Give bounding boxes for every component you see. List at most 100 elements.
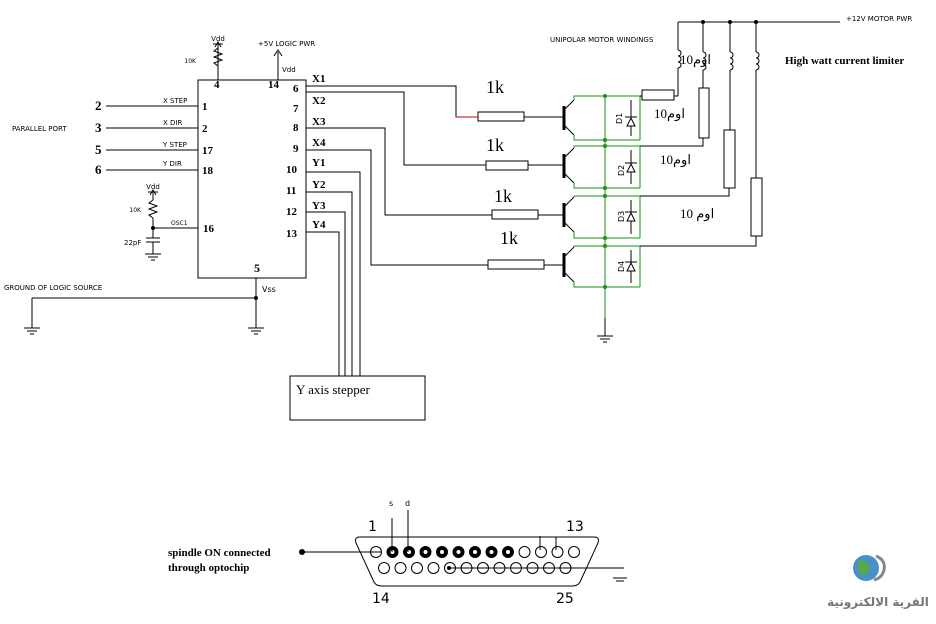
db25-pin-17 xyxy=(427,562,440,574)
resistor-1k-3 xyxy=(491,209,539,220)
logic-pwr-label: +5V LOGIC PWR xyxy=(258,40,315,48)
db25-pin-11 xyxy=(535,546,547,558)
osc1-label: OSC1 xyxy=(171,220,188,227)
db25-pin-10 xyxy=(518,546,531,558)
pin-12: 12 xyxy=(286,206,298,218)
ohm-label-1: 10اوم xyxy=(680,52,711,68)
pin-6: 6 xyxy=(293,83,299,95)
db25-pin-hole-5 xyxy=(440,550,444,554)
spindle-label-2: through optochip xyxy=(168,562,249,574)
pin-9: 9 xyxy=(293,143,299,155)
out-x3: X3 xyxy=(312,116,326,128)
base-resistors: 1k 1k 1k 1k xyxy=(456,77,560,270)
site-logo: القرية الالكترونية xyxy=(827,554,929,610)
limiter-resistors xyxy=(640,87,763,247)
pin-8: 8 xyxy=(293,122,299,134)
transistor-stage-2: D2 xyxy=(560,140,641,190)
out-x2: X2 xyxy=(312,95,326,107)
pin-7: 7 xyxy=(293,103,299,115)
limiter-resistor-4 xyxy=(750,177,763,237)
out-x4: X4 xyxy=(312,137,326,149)
chip-pin-4: 4 xyxy=(214,79,220,91)
out-y2: Y2 xyxy=(312,179,326,191)
db25-pin-12 xyxy=(551,546,564,558)
r1k-label-1: 1k xyxy=(486,77,504,97)
ground-symbol-chip xyxy=(248,327,264,335)
ground-symbol-left xyxy=(24,327,40,335)
resistor-1k-2 xyxy=(485,160,529,171)
db25-d-label: d xyxy=(405,499,410,508)
out-x1: X1 xyxy=(312,73,325,85)
motor-pwr-label: +12V MOTOR PWR xyxy=(846,15,912,23)
y-axis-stepper-box xyxy=(289,375,426,421)
transistor-stage-3: D3 xyxy=(560,188,641,240)
signal-y-dir: Y DIR xyxy=(162,160,182,168)
ohm-label-3: 10اوم xyxy=(660,152,691,168)
diode-d2-label: D2 xyxy=(617,165,626,176)
db25-pin-1-label: 1 xyxy=(368,519,377,535)
pin-10: 10 xyxy=(286,164,298,176)
transistor-stage-4: D4 xyxy=(560,238,641,318)
db25-pin-25-label: 25 xyxy=(556,591,574,607)
parallel-port-label: PARALLEL PORT xyxy=(12,125,67,133)
vss-label: Vss xyxy=(262,285,276,294)
diode-d1 xyxy=(626,116,636,127)
chip-pin-2: 2 xyxy=(202,123,208,135)
y-output-wires xyxy=(306,171,361,376)
spindle-label-1: spindle ON connected xyxy=(168,547,271,559)
diode-d2 xyxy=(626,162,636,173)
windings-label: UNIPOLAR MOTOR WINDINGS xyxy=(550,36,654,44)
chip-pin-14: 14 xyxy=(268,79,280,91)
db25-pin-13-label: 13 xyxy=(566,519,584,535)
db25-pin-hole-6 xyxy=(456,550,461,554)
pin-11: 11 xyxy=(286,185,296,197)
wrench-icon xyxy=(873,554,886,582)
chip-pin-5: 5 xyxy=(254,261,260,275)
vdd-label-osc: Vdd xyxy=(146,183,160,191)
r1k-label-3: 1k xyxy=(494,186,512,206)
limiter-resistor-3 xyxy=(723,129,736,189)
pin-13: 13 xyxy=(286,228,298,240)
ground-label: GROUND OF LOGIC SOURCE xyxy=(4,284,102,292)
db25-pin-hole-4 xyxy=(423,550,428,554)
limiter-label: High watt current limiter xyxy=(785,55,904,67)
db25-s-label: s xyxy=(389,499,393,508)
r1k-label-2: 1k xyxy=(486,135,504,155)
res-10k-label-top: 10K xyxy=(184,58,197,65)
port-pin-6: 6 xyxy=(95,162,102,177)
logo-text: القرية الالكترونية xyxy=(827,595,929,610)
db25-pin-14-label: 14 xyxy=(372,591,390,607)
vdd-label-top: Vdd xyxy=(211,35,225,43)
res-10k-label-osc: 10K xyxy=(129,207,142,214)
chip-pin-18: 18 xyxy=(202,165,214,177)
db25-pin-14 xyxy=(378,562,390,574)
diode-d1-label: D1 xyxy=(615,113,624,124)
winding-coils xyxy=(677,20,760,178)
db25-top-row xyxy=(370,546,580,558)
x-output-wires xyxy=(306,85,492,266)
db25-connector xyxy=(355,510,627,587)
db25-pin-hole-7 xyxy=(473,550,477,554)
y-axis-stepper-label: Y axis stepper xyxy=(296,382,371,397)
ground-symbol-transistors xyxy=(597,335,613,343)
out-y4: Y4 xyxy=(312,219,326,231)
out-y1: Y1 xyxy=(312,157,325,169)
limiter-resistor-1 xyxy=(641,89,675,101)
ohm-label-2: 10اوم xyxy=(654,106,685,122)
controller-chip xyxy=(197,79,307,279)
chip-pin-1: 1 xyxy=(202,101,208,113)
db25-pin-13 xyxy=(568,546,580,558)
cap-22pf-label: 22pF xyxy=(124,239,141,247)
limiter-resistor-2 xyxy=(698,87,710,139)
db25-pin-hole-8 xyxy=(489,550,494,554)
signal-x-dir: X DIR xyxy=(163,119,182,127)
diode-d3-label: D3 xyxy=(617,211,626,222)
chip-pin-17: 17 xyxy=(202,145,214,157)
resistor-1k-4 xyxy=(487,259,545,270)
resistor-1k-1 xyxy=(477,111,525,122)
diode-d4 xyxy=(626,261,636,272)
port-pin-5: 5 xyxy=(95,142,102,157)
resistor-10k-vdd xyxy=(212,47,224,67)
transistor-stage-1: D1 xyxy=(560,94,641,142)
